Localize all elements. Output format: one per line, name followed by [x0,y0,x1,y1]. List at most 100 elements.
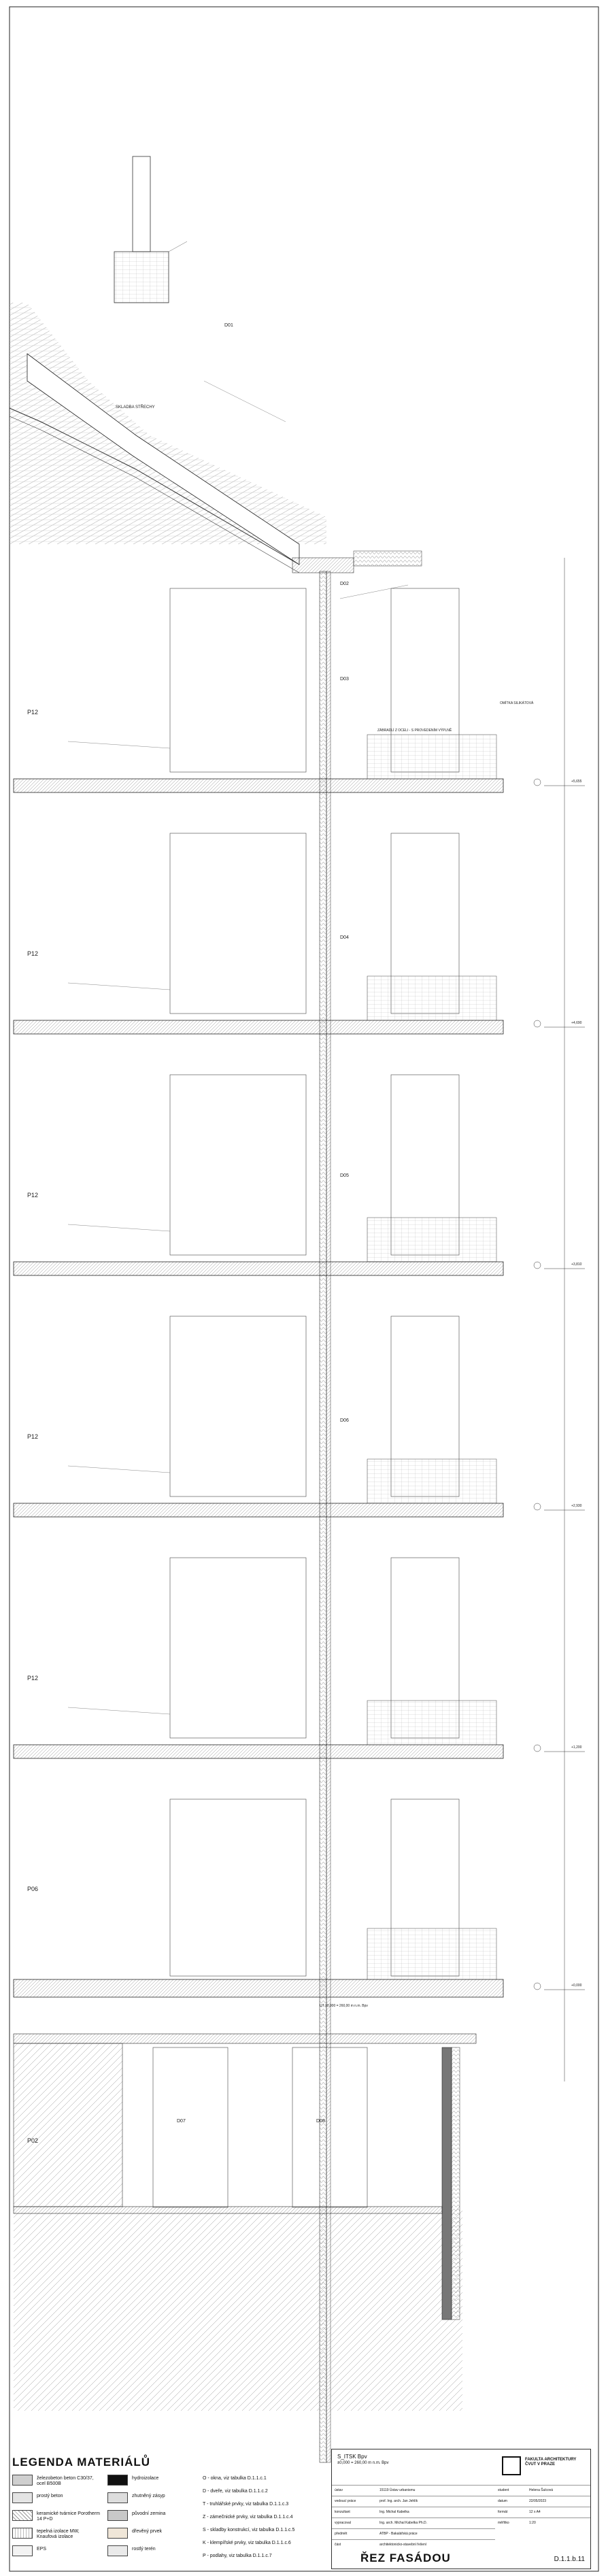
tag-d06: D06 [340,1418,349,1423]
level-6: +0,000 [571,1984,582,1988]
title-block-row: datum 22/05/2023 [495,2496,590,2507]
row-value: architektonicko-stavební řešení [379,2543,427,2547]
tag-d05: D05 [340,1173,349,1178]
row-key: datum [498,2499,507,2503]
leader-lines [67,380,409,1715]
title-block-row: formát 12 x A4 [495,2507,590,2518]
tag-p12-2: P12 [27,950,38,957]
legend-swatch [107,2545,128,2556]
legend-label: dřevěný prvek [132,2529,162,2534]
title-block-row: student Helena Šulcová [495,2485,590,2496]
title-block-row: vedoucí práce prof. Ing. arch. Jan Jehlík [332,2496,495,2507]
legend-swatch [12,2492,33,2503]
tag-d08: D08 [316,2119,325,2124]
legend-label: rostlý terén [132,2547,156,2552]
legend-label: O - okna, viz tabulka D.1.1.c.1 [203,2476,267,2481]
row-value: Ing. arch. Michal Kabelka Ph.D. [379,2521,428,2525]
level-1: +5,655 [571,780,582,784]
legend-label: tepelná izolace MW, Knaufová izolace [37,2529,80,2539]
balcony-note: ZÁBRADLÍ Z OCELI - S PROVEDENÍM VÝPLNĚ [377,727,452,733]
ground-label: UT ±0,000 = 260,00 m n.m. Bpv [320,2004,368,2008]
title-block-row: ústav 15119 Ústav urbanismu [332,2485,495,2496]
chimney [114,156,188,303]
legend-swatch [12,2475,33,2486]
windows [169,588,460,1977]
floor-slabs [13,778,504,2044]
legend-swatch [12,2545,33,2556]
row-key: měřítko [498,2521,509,2525]
title-block-row: část architektonicko-stavební řešení [332,2539,495,2551]
cvut-logo-icon [502,2456,521,2475]
row-key: student [498,2488,509,2492]
datum-note: ±0,000 = 260,00 m n.m. Bpv [337,2461,389,2465]
title-block-row: vypracoval Ing. arch. Michal Kabelka Ph.D… [332,2518,495,2529]
faculty-logo: FAKULTA ARCHITEKTURY ČVUT V PRAZE [502,2456,577,2482]
legend-label: keramické tvárnice Porotherm 14 P+D [37,2511,100,2522]
row-key: formát [498,2510,508,2514]
row-value: 22/05/2023 [529,2499,547,2503]
row-key: ústav [335,2488,343,2492]
legend-swatch [107,2528,128,2539]
level-markers [533,558,585,2081]
legend-label: zhutněný zásyp [132,2494,165,2498]
tag-d01: D01 [224,323,233,328]
row-key: část [335,2543,341,2547]
tag-p02: P02 [27,2137,38,2144]
materials-legend: LEGENDA MATERIÁLŮ železobeton beton C30/… [12,2456,298,2571]
row-key: předmět [335,2532,348,2536]
legend-label: prostý beton [37,2494,63,2498]
title-block-row: konzultant Ing. Michal Kabelka [332,2507,495,2518]
tag-p06: P06 [27,1886,38,1892]
row-value: 15119 Ústav urbanismu [379,2488,416,2492]
sheet-number: D.1.1.b.11 [554,2556,585,2563]
row-key: vypracoval [335,2521,351,2525]
legend-swatch [107,2510,128,2521]
title-block: S_ITSK Bpv ±0,000 = 260,00 m n.m. Bpv FA… [331,2449,591,2569]
legend-label: P - podlahy, viz tabulka D.1.1.c.7 [203,2554,272,2558]
legend-label: K - klempířské prvky, viz tabulka D.1.1.… [203,2541,291,2545]
tag-d02: D02 [340,582,349,586]
legend-swatch [12,2528,33,2539]
row-value: 1:20 [529,2521,536,2525]
wall-note: OMÍTKA SILIKÁTOVÁ [500,701,534,705]
legend-label: hydroizolace [132,2476,159,2481]
tag-p12-1: P12 [27,709,38,716]
row-value: Helena Šulcová [529,2488,554,2492]
legend-label: Z - zámečnické prvky, viz tabulka D.1.1.… [203,2515,293,2520]
project-code: S_ITSK Bpv [337,2454,367,2460]
row-value: Ing. Michal Kabelka [379,2510,409,2514]
legend-swatch [107,2475,128,2486]
legend-label: železobeton beton C30/37, ocel B500B [37,2476,94,2486]
tag-p12-5: P12 [27,1675,38,1682]
title-block-row: předmět ATBP - Bakalářská práce [332,2528,495,2540]
tag-d04: D04 [340,935,349,940]
tag-p12-4: P12 [27,1433,38,1440]
balconies [367,734,497,1980]
tag-d07: D07 [177,2119,186,2124]
legend-label: S - skladby konstrukcí, viz tabulka D.1.… [203,2528,295,2532]
level-4: +2,930 [571,1504,582,1508]
legend-label: D - dveře, viz tabulka D.1.1.c.2 [203,2489,268,2494]
legend-label: EPS [37,2547,47,2552]
tag-d03: D03 [340,677,349,682]
row-value: ATBP - Bakalářská práce [379,2532,418,2536]
sheet-title: ŘEZ FASÁDOU [360,2552,451,2564]
row-key: vedoucí práce [335,2499,356,2503]
legend-label: T - truhlářské prvky, viz tabulka D.1.1.… [203,2502,289,2507]
roof [9,303,422,573]
level-2: +4,690 [571,1021,582,1025]
legend-label: původní zemina [132,2511,166,2516]
legend-swatch [12,2510,33,2521]
tag-p12-3: P12 [27,1192,38,1199]
legend-swatch [107,2492,128,2503]
roof-note: SKLADBA STŘECHY [116,404,155,409]
row-value: 12 x A4 [529,2510,541,2514]
row-key: konzultant [335,2510,350,2514]
faculty-name: FAKULTA ARCHITEKTURY ČVUT V PRAZE [525,2458,577,2466]
level-3: +3,810 [571,1262,582,1267]
legend-title: LEGENDA MATERIÁLŮ [12,2456,151,2469]
row-value: prof. Ing. arch. Jan Jehlík [379,2499,418,2503]
level-5: +1,200 [571,1745,582,1750]
basement [13,2043,462,2411]
